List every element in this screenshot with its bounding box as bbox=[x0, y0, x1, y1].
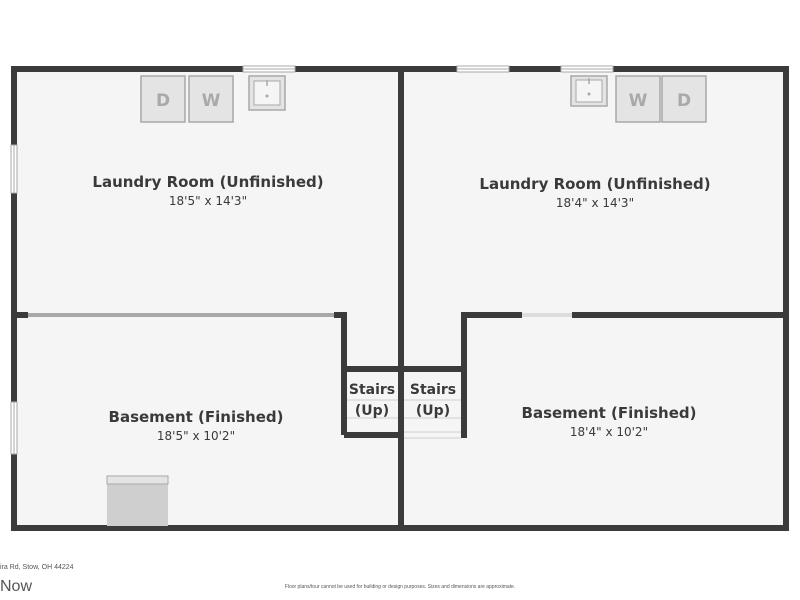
washer-icon: W bbox=[615, 75, 661, 123]
stairs-label-left-line2: (Up) bbox=[355, 403, 389, 419]
room-name-laundry-right: Laundry Room (Unfinished) bbox=[479, 175, 710, 193]
stairs-label-right-line2: (Up) bbox=[416, 403, 450, 419]
sink-icon bbox=[570, 75, 608, 107]
dryer-label: D bbox=[156, 91, 170, 111]
brand-text: Now bbox=[0, 578, 33, 595]
window-icon bbox=[242, 65, 296, 73]
room-dims-basement-right: 18'4" x 10'2" bbox=[570, 425, 648, 439]
dryer-label: D bbox=[677, 91, 691, 111]
window-icon bbox=[10, 144, 18, 194]
room-dims-laundry-right: 18'4" x 14'3" bbox=[556, 196, 634, 210]
left-stair-treads bbox=[347, 399, 398, 419]
washer-icon: W bbox=[188, 75, 234, 123]
room-dims-laundry-left: 18'5" x 14'3" bbox=[169, 194, 247, 208]
washer-label: W bbox=[629, 91, 648, 111]
window-icon bbox=[560, 65, 614, 73]
disclaimer-text: Floor plans/tour cannot be used for buil… bbox=[284, 584, 516, 590]
washer-label: W bbox=[202, 91, 221, 111]
stairs-label-right-line1: Stairs bbox=[410, 382, 456, 398]
window-icon bbox=[456, 65, 510, 73]
stairs-label-left-line1: Stairs bbox=[349, 382, 395, 398]
sink-icon bbox=[248, 75, 286, 111]
basement-fixture-icon bbox=[106, 475, 169, 526]
room-name-basement-left: Basement (Finished) bbox=[109, 408, 284, 426]
dryer-icon: D bbox=[661, 75, 707, 123]
room-name-basement-right: Basement (Finished) bbox=[522, 404, 697, 422]
right-stair-treads bbox=[404, 399, 461, 439]
room-dims-basement-left: 18'5" x 10'2" bbox=[157, 429, 235, 443]
address-text: ira Rd, Stow, OH 44224 bbox=[0, 564, 74, 571]
window-icon bbox=[10, 401, 18, 455]
room-name-laundry-left: Laundry Room (Unfinished) bbox=[92, 173, 323, 191]
dryer-icon: D bbox=[140, 75, 186, 123]
